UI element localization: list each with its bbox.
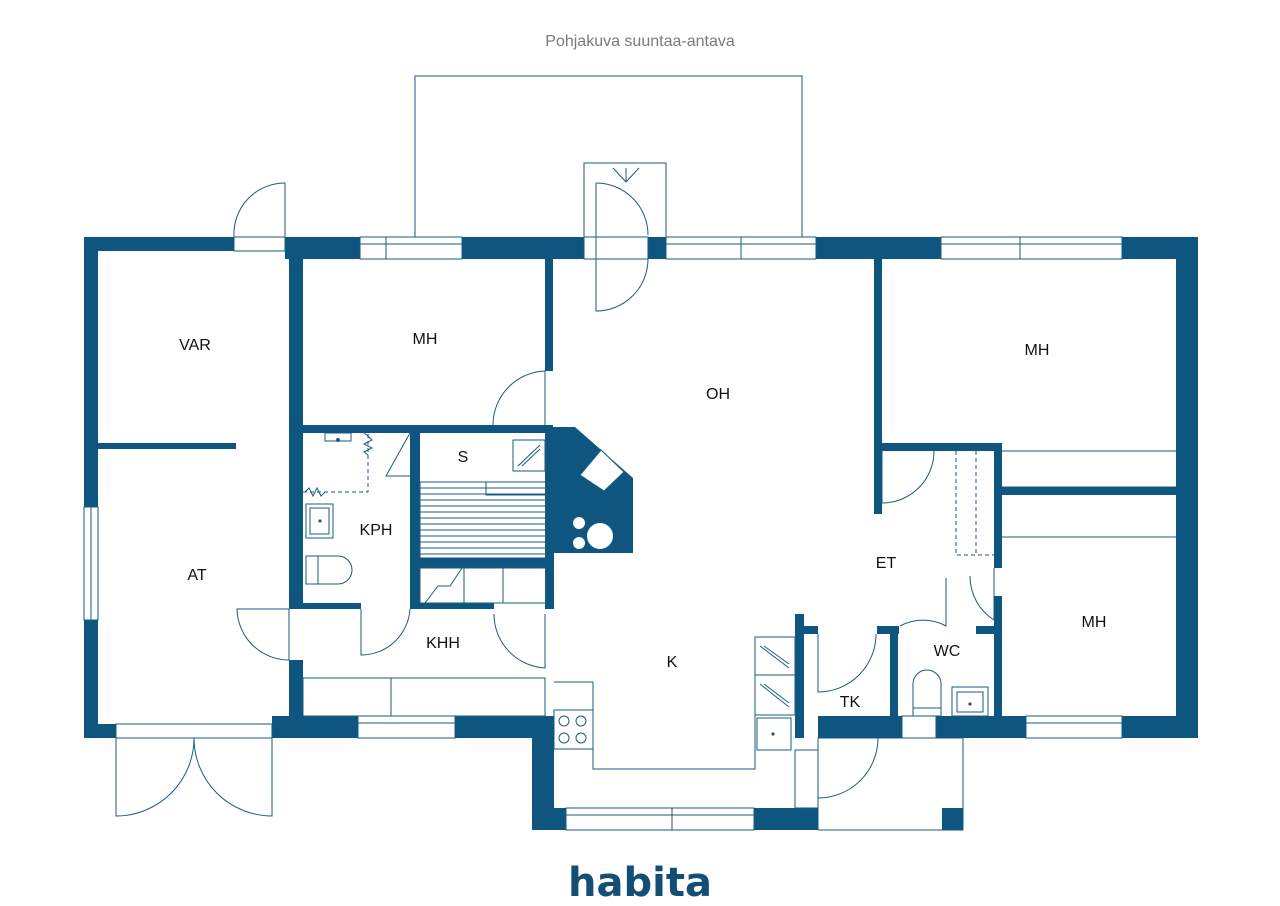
room-label-mh-1: MH xyxy=(413,331,438,348)
fireplace xyxy=(573,449,625,549)
room-label-at: AT xyxy=(187,567,206,584)
room-label-s: S xyxy=(458,449,469,466)
room-label-k: K xyxy=(667,654,678,671)
room-label-mh-3: MH xyxy=(1082,614,1107,631)
floor-plan-caption: Pohjakuva suuntaa-antava xyxy=(545,33,735,50)
room-label-khh: KHH xyxy=(426,635,460,652)
walls xyxy=(84,237,1198,830)
room-label-wc: WC xyxy=(934,643,961,660)
room-label-tk: TK xyxy=(840,694,861,711)
room-label-oh: OH xyxy=(706,386,730,403)
doors xyxy=(115,182,995,817)
room-label-et: ET xyxy=(876,555,897,572)
windows xyxy=(83,236,1123,831)
room-label-mh-2: MH xyxy=(1025,342,1050,359)
room-label-kph: KPH xyxy=(360,522,393,539)
habita-logo: habita xyxy=(568,860,712,906)
room-label-var: VAR xyxy=(179,337,211,354)
fixtures xyxy=(302,432,1176,770)
